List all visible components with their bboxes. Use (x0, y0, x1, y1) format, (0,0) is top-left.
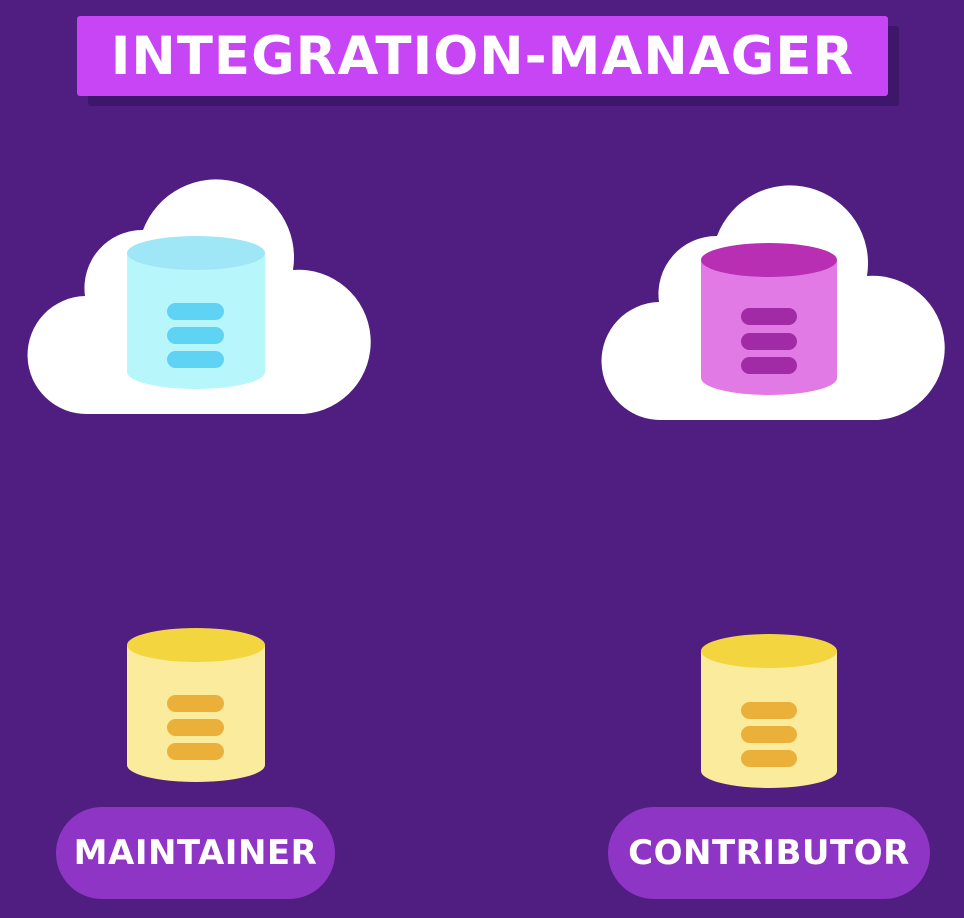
upstream-repository-icon (127, 236, 265, 389)
title-banner: INTEGRATION-MANAGER (77, 16, 888, 96)
maintainer-local-repository-icon (127, 628, 265, 782)
maintainer-label-text: MAINTAINER (73, 833, 318, 873)
contributor-local-repository-icon (701, 634, 837, 788)
contributor-label-text: CONTRIBUTOR (628, 833, 910, 873)
maintainer-label: MAINTAINER (56, 807, 335, 899)
page-title: INTEGRATION-MANAGER (110, 25, 855, 87)
contributor-label: CONTRIBUTOR (608, 807, 930, 899)
fork-repository-icon (701, 243, 837, 395)
